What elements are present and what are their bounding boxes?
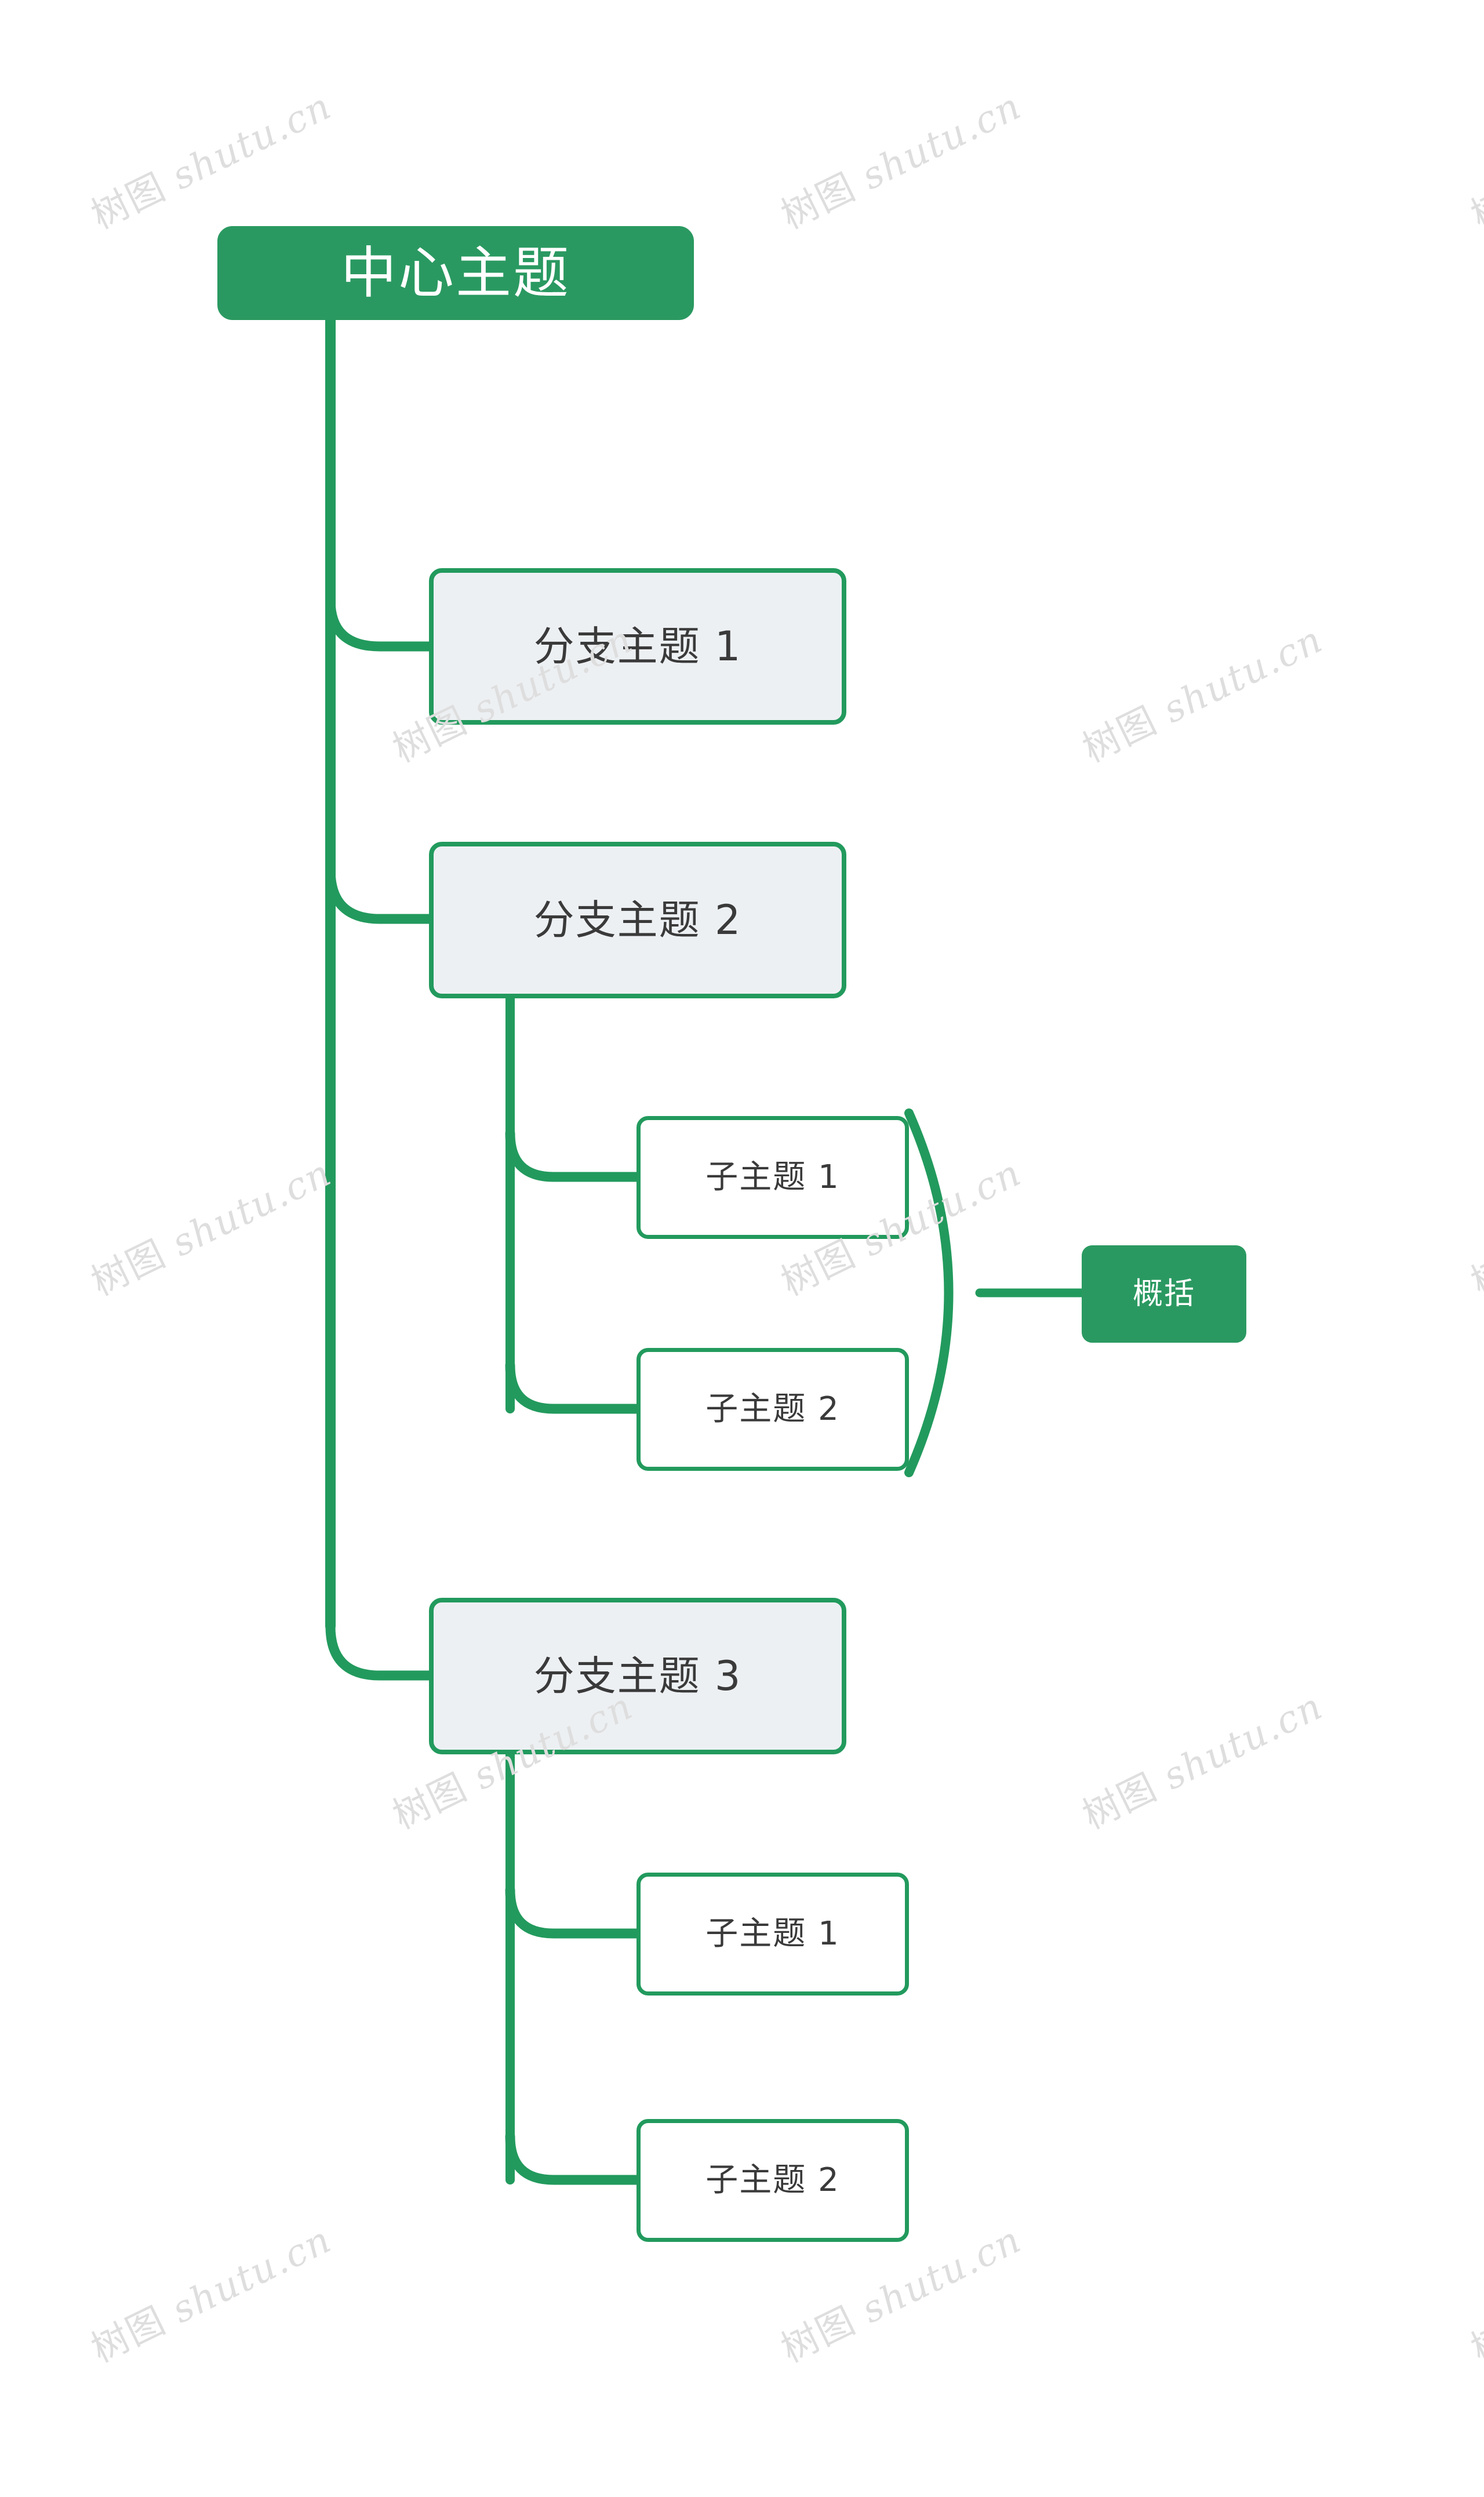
summary-bracket <box>904 1108 954 1477</box>
node-branch-3-label: 分支主题 3 <box>533 1652 742 1700</box>
node-branch-2-label: 分支主题 2 <box>533 896 742 944</box>
node-branch-2-sub-2-label: 子主题 2 <box>705 1390 840 1428</box>
node-branch-2-sub-1[interactable]: 子主题 1 <box>636 1116 909 1239</box>
node-summary[interactable]: 概括 <box>1082 1245 1246 1343</box>
node-branch-3-sub-2[interactable]: 子主题 2 <box>636 2119 909 2242</box>
node-summary-label: 概括 <box>1132 1277 1195 1311</box>
connector-branch2-to-sub-2 <box>505 1360 642 1414</box>
node-branch-2[interactable]: 分支主题 2 <box>429 842 846 998</box>
node-branch-2-sub-2[interactable]: 子主题 2 <box>636 1348 909 1471</box>
connector-branch2-to-sub-1 <box>505 1128 642 1182</box>
node-branch-1[interactable]: 分支主题 1 <box>429 568 846 725</box>
node-branch-2-sub-1-label: 子主题 1 <box>705 1158 840 1196</box>
node-root-label: 中心主题 <box>341 241 570 306</box>
node-branch-3-sub-2-label: 子主题 2 <box>705 2161 840 2199</box>
connector-root-to-branch-2 <box>325 864 434 924</box>
connector-branch3-to-sub-2 <box>505 2131 642 2185</box>
node-branch-3[interactable]: 分支主题 3 <box>429 1598 846 1754</box>
node-branch-1-label: 分支主题 1 <box>533 623 742 670</box>
node-branch-3-sub-1[interactable]: 子主题 1 <box>636 1873 909 1996</box>
node-branch-3-sub-1-label: 子主题 1 <box>705 1915 840 1953</box>
node-root[interactable]: 中心主题 <box>217 226 694 320</box>
connector-branch3-to-sub-1 <box>505 1885 642 1939</box>
connector-root-to-branch-3 <box>325 1621 434 1681</box>
connector-root-to-branch-1 <box>325 595 434 652</box>
